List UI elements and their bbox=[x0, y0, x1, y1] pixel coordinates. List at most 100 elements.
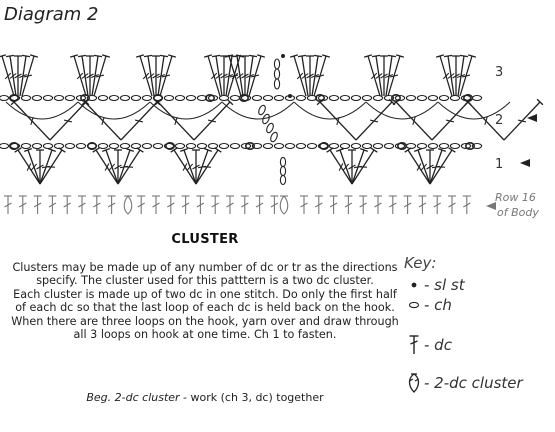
dc-stitch bbox=[48, 195, 57, 214]
dc-stitch bbox=[81, 98, 122, 141]
ch-stitch bbox=[273, 94, 285, 102]
ch-stitch bbox=[416, 94, 428, 102]
dc-stitch bbox=[240, 195, 249, 214]
ch-stitch bbox=[328, 94, 340, 102]
dc-stitch bbox=[5, 54, 17, 97]
ch-stitch bbox=[383, 142, 395, 150]
ch-stitch bbox=[438, 142, 450, 150]
dc-stitch bbox=[311, 54, 323, 97]
ch-stitch bbox=[394, 94, 406, 102]
ch-stitch bbox=[152, 142, 164, 150]
cluster-stitch bbox=[279, 195, 289, 215]
ch-stitch bbox=[427, 94, 439, 102]
ch-stitch bbox=[174, 94, 186, 102]
ch-stitch bbox=[64, 94, 76, 102]
ch-stitch bbox=[361, 94, 373, 102]
sl-st-stitch bbox=[281, 54, 285, 58]
cluster-paragraph-2: Each cluster is made up of two dc in one… bbox=[11, 287, 399, 342]
dc-stitch bbox=[371, 54, 383, 97]
dc-stitch bbox=[359, 195, 368, 214]
dc-stitch bbox=[392, 98, 433, 141]
ch-stitch bbox=[119, 142, 131, 150]
ch-stitch bbox=[405, 94, 417, 102]
dc-stitch bbox=[306, 55, 314, 96]
dc-stitch bbox=[24, 148, 41, 185]
ch-stitch bbox=[31, 94, 43, 102]
dc-stitch bbox=[385, 54, 397, 97]
base-loop-stitch bbox=[205, 94, 216, 103]
dc-stitch bbox=[117, 147, 144, 185]
dc-stitch bbox=[36, 149, 44, 184]
dc-stitch bbox=[316, 98, 357, 141]
dc-stitch bbox=[241, 55, 249, 96]
ch-stitch bbox=[108, 142, 120, 150]
ch-stitch bbox=[262, 142, 274, 150]
dc-stitch bbox=[431, 98, 472, 141]
dc-stitch bbox=[49, 98, 90, 141]
dc-stitch bbox=[297, 54, 309, 97]
base-loop-stitch bbox=[239, 94, 250, 103]
ch-stitch bbox=[471, 142, 483, 150]
dc-stitch bbox=[289, 54, 307, 97]
dc-stitch bbox=[170, 147, 197, 185]
ch-stitch bbox=[350, 142, 362, 150]
ch-stitch bbox=[438, 94, 450, 102]
ch-stitch bbox=[427, 142, 439, 150]
ch-stitch bbox=[185, 142, 197, 150]
ch-stitch bbox=[141, 94, 153, 102]
ch-stitch bbox=[130, 142, 142, 150]
ch-stitch bbox=[218, 142, 230, 150]
ch-stitch bbox=[240, 142, 252, 150]
base-loop-stitch bbox=[245, 142, 256, 151]
ch-arc bbox=[221, 101, 295, 120]
dc-stitch bbox=[180, 148, 197, 185]
row-1-label: 1 bbox=[495, 157, 503, 172]
ch-stitch bbox=[31, 142, 43, 150]
dc-stitch bbox=[0, 54, 15, 97]
ch-arc bbox=[365, 101, 439, 120]
dc-stitch bbox=[248, 54, 266, 97]
ch-stitch bbox=[42, 94, 54, 102]
ch-stitch bbox=[174, 142, 186, 150]
ch-stitch bbox=[273, 58, 281, 70]
cluster-stitch bbox=[123, 195, 133, 215]
dc-stitch bbox=[351, 147, 378, 185]
dc-stitch bbox=[433, 195, 442, 214]
dc-stitch bbox=[363, 54, 381, 97]
ch-stitch bbox=[284, 142, 296, 150]
dc-stitch bbox=[14, 147, 41, 185]
ch-arc bbox=[149, 101, 223, 120]
dc-stitch bbox=[464, 98, 505, 141]
ch-stitch bbox=[130, 94, 142, 102]
key-item-dc: - dc bbox=[404, 334, 452, 356]
ch-stitch bbox=[306, 142, 318, 150]
row-1-arrow-icon bbox=[520, 159, 530, 167]
dc-stitch bbox=[313, 54, 331, 97]
ch-stitch bbox=[416, 142, 428, 150]
dc-stitch bbox=[77, 54, 89, 97]
dc-stitch bbox=[93, 54, 111, 97]
ch-stitch bbox=[471, 94, 483, 102]
row-16-label: Row 16 bbox=[495, 191, 536, 204]
ch-stitch bbox=[339, 94, 351, 102]
dc-stitch bbox=[452, 55, 460, 96]
dc-stitch bbox=[86, 55, 94, 96]
key-item-sl-st: - sl st bbox=[404, 276, 465, 294]
dc-stitch bbox=[429, 147, 456, 185]
ch-stitch bbox=[0, 142, 10, 150]
dc-stitch bbox=[443, 54, 455, 97]
diagram-title: Diagram 2 bbox=[4, 4, 99, 25]
ch-stitch bbox=[262, 113, 270, 125]
dc-stitch bbox=[348, 149, 356, 184]
dc-stitch bbox=[503, 98, 544, 141]
dc-stitch bbox=[270, 195, 279, 214]
ch-stitch bbox=[284, 94, 296, 102]
dc-stitch bbox=[193, 98, 234, 141]
dc-stitch bbox=[404, 147, 431, 185]
ch-stitch bbox=[229, 142, 241, 150]
2dc-cluster-icon bbox=[404, 372, 424, 394]
ch-stitch bbox=[449, 94, 461, 102]
dc-stitch bbox=[10, 98, 51, 141]
ch-stitch bbox=[207, 142, 219, 150]
dc-stitch bbox=[462, 195, 471, 214]
